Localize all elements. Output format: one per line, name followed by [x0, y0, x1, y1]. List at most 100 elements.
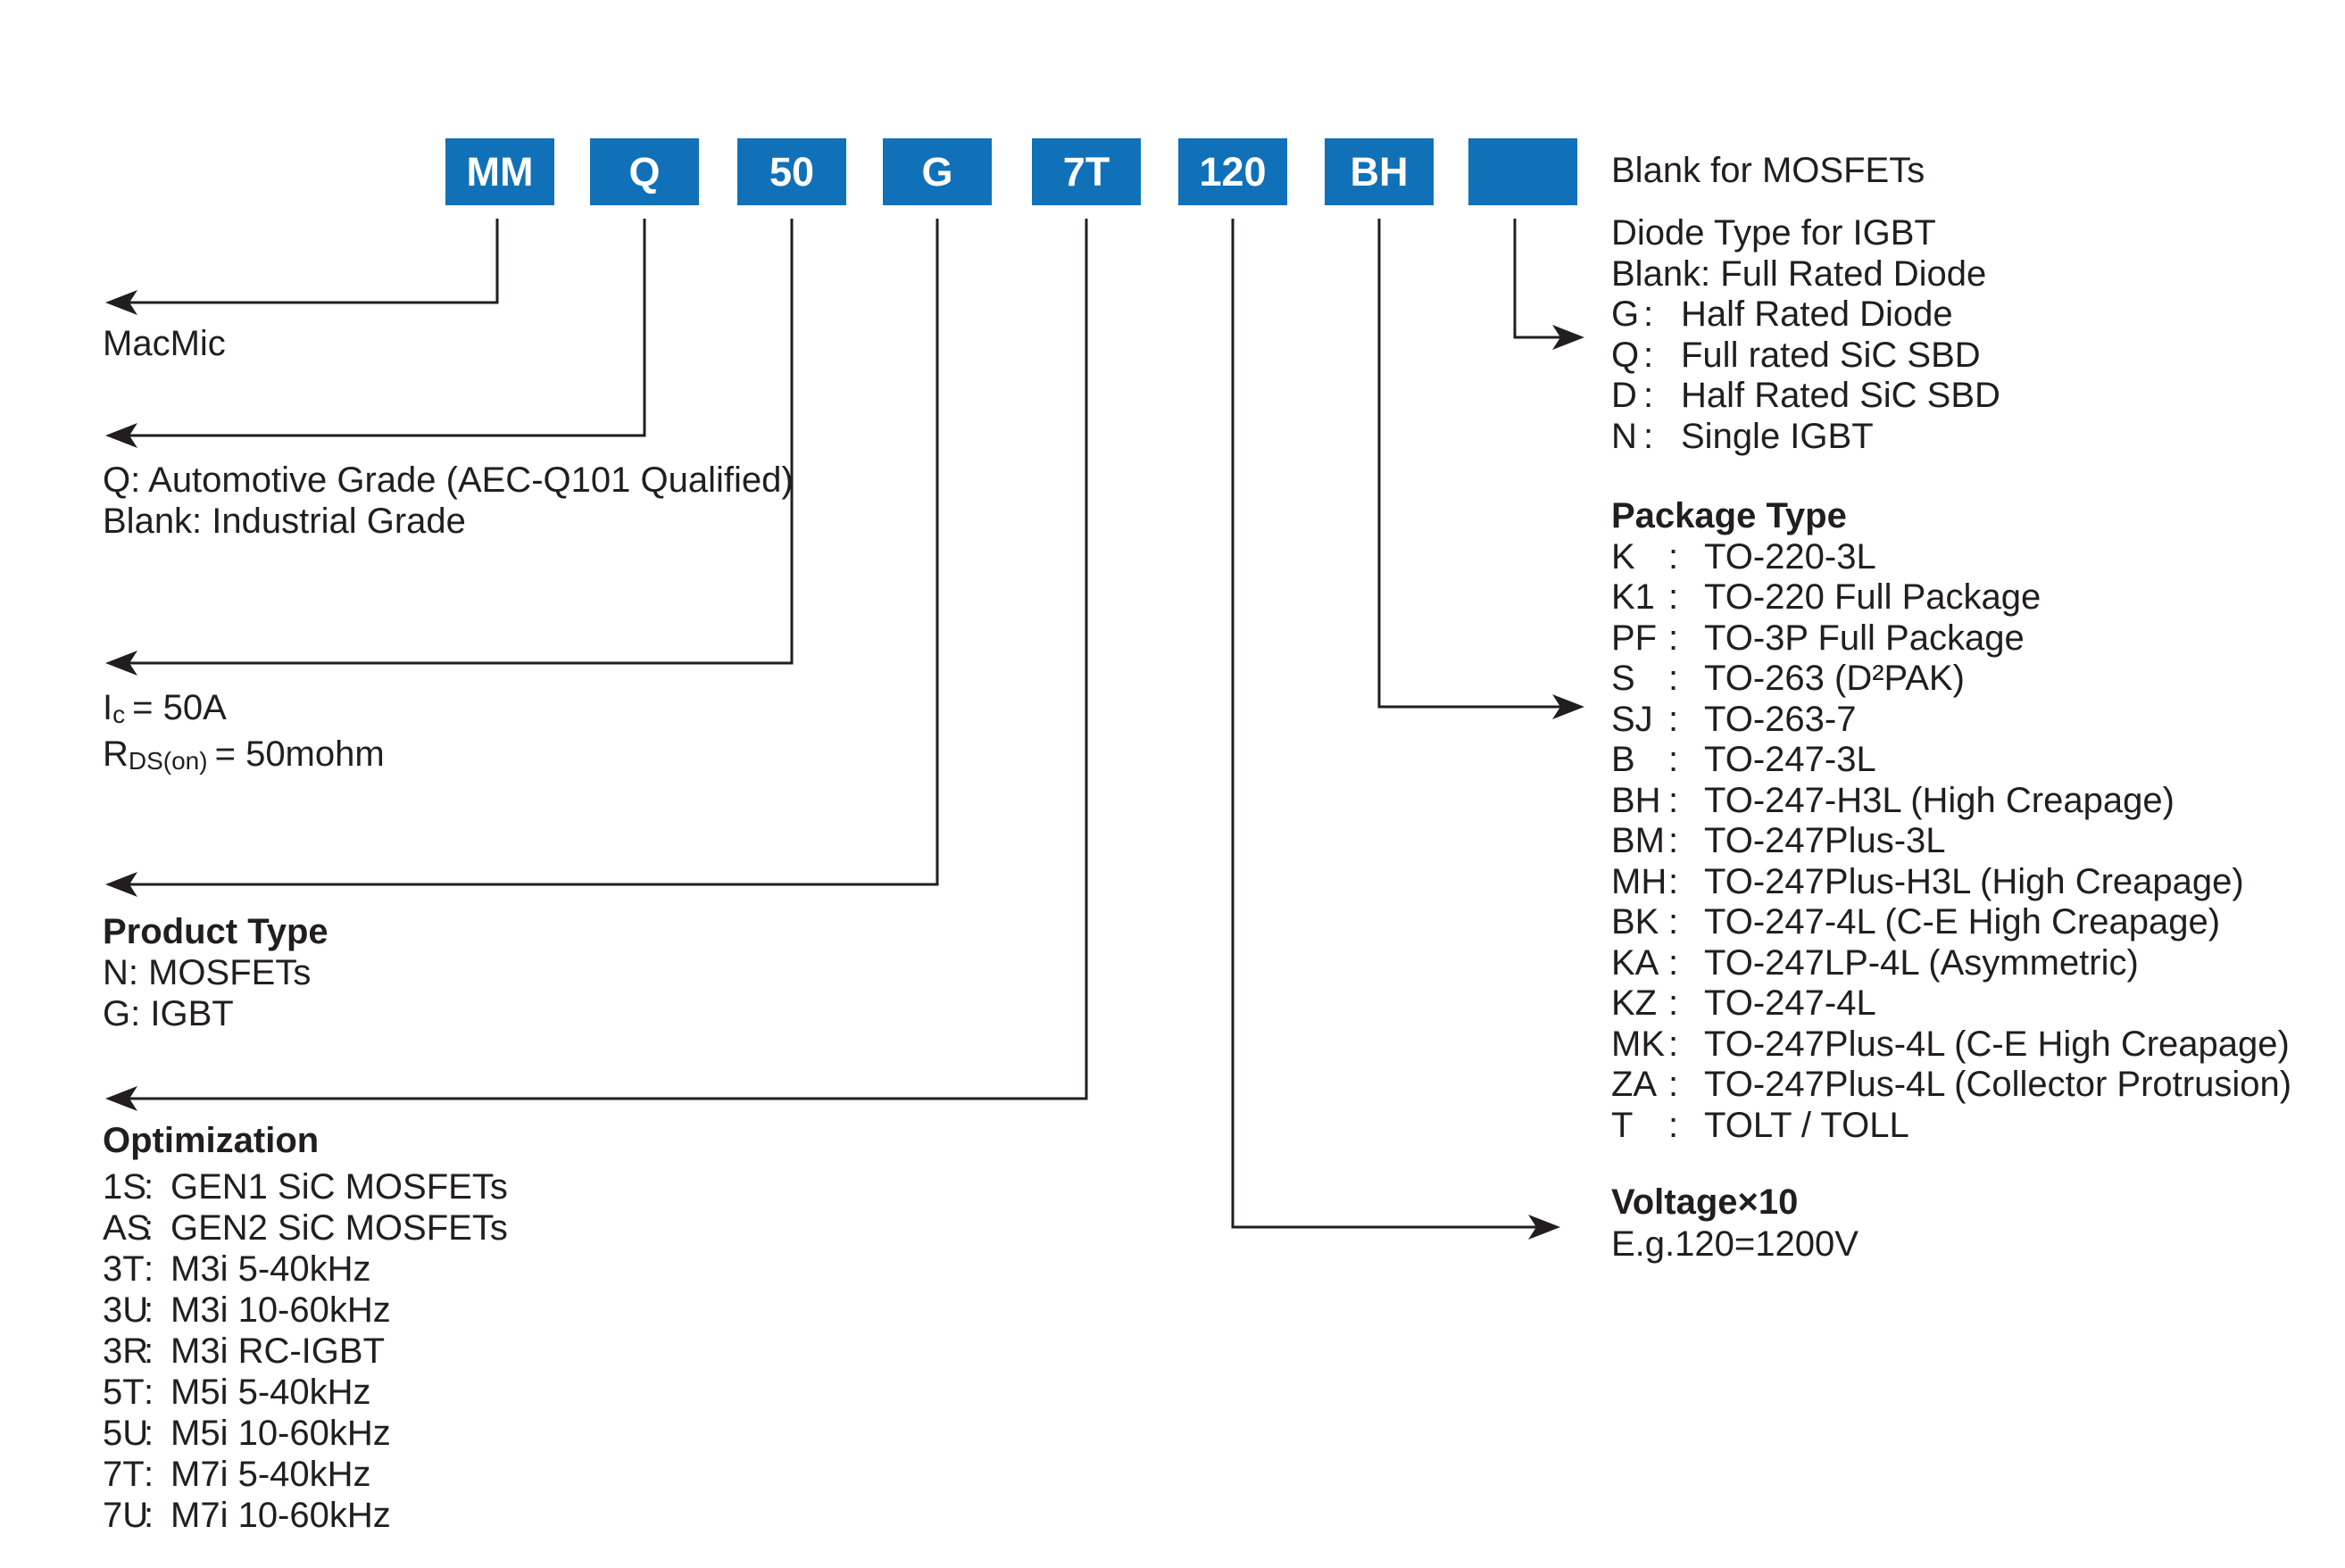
option-desc: TO-247Plus-3L — [1704, 821, 1946, 860]
option-desc: TO-247-3L — [1704, 740, 1876, 779]
colon: : — [1668, 1024, 1679, 1064]
package-type-item: BM:TO-247Plus-3L — [1611, 821, 2291, 862]
diode-type-heading: Diode Type for IGBT — [1611, 213, 1936, 253]
option-desc: TO-220 Full Package — [1704, 577, 2041, 617]
package-type-item: MH: TO-247Plus-H3L (High Creapage) — [1611, 862, 2291, 903]
optimization-item: 7U: M7i 10-60kHz — [103, 1495, 508, 1536]
option-code: BM — [1611, 821, 1665, 860]
option-code: ZA — [1611, 1065, 1658, 1104]
colon: : — [144, 1414, 154, 1453]
option-code: 7U — [103, 1496, 149, 1535]
part-code-box-voltage: 120 — [1178, 138, 1287, 205]
colon: : — [1668, 780, 1679, 820]
part-code-box-grade: Q — [590, 138, 699, 205]
colon: : — [1643, 416, 1654, 456]
part-code-label: BH — [1350, 148, 1409, 195]
package-type-item: BH:TO-247-H3L (High Creapage) — [1611, 781, 2291, 822]
optimization-heading: Optimization — [103, 1121, 320, 1160]
product-type-heading: Product Type — [103, 912, 328, 951]
part-code-box-product: G — [883, 138, 992, 205]
package-type-item: KA:TO-247LP-4L (Asymmetric) — [1611, 943, 2291, 984]
colon: : — [144, 1455, 154, 1494]
colon: : — [1668, 983, 1679, 1023]
option-desc: TO-247-4L — [1704, 983, 1876, 1023]
part-code-box-mm: MM — [445, 138, 554, 205]
option-code: D — [1611, 376, 1637, 415]
option-code: 3R — [103, 1332, 149, 1371]
option-desc: GEN2 SiC MOSFETs — [170, 1208, 508, 1248]
diode-type-item: Q:Full rated SiC SBD — [1611, 336, 2000, 377]
mosfet-blank-note: Blank for MOSFETs — [1611, 150, 1925, 191]
option-desc: M7i 5-40kHz — [170, 1455, 371, 1494]
option-code: MH — [1611, 861, 1667, 901]
option-desc: TO-247Plus-4L (Collector Protrusion) — [1704, 1065, 2292, 1104]
current-subscript: c — [112, 701, 126, 728]
option-code: MK — [1611, 1024, 1665, 1064]
option-code: 5U — [103, 1414, 149, 1453]
colon: : — [144, 1167, 154, 1207]
voltage-example: E.g.120=1200V — [1611, 1224, 1859, 1264]
package-type-item: SJ:TO-263-7 — [1611, 700, 2291, 741]
rdson-symbol: R — [103, 734, 129, 774]
option-code: BK — [1611, 902, 1659, 942]
colon: : — [144, 1249, 154, 1289]
diode-type-item: N: Single IGBT — [1611, 417, 2000, 458]
option-desc: TO-3P Full Package — [1704, 618, 2025, 658]
product-type-item: G: IGBT — [103, 994, 234, 1033]
option-code: 3U — [103, 1290, 149, 1330]
ratings-legend: Ic= 50A RDS(on)= 50mohm — [103, 686, 385, 779]
diode-type-item: G:Half Rated Diode — [1611, 295, 2000, 336]
package-type-heading: Package Type — [1611, 496, 1847, 535]
option-desc: TO-247Plus-4L (C-E High Creapage) — [1704, 1024, 2290, 1064]
package-type-item: BK:TO-247-4L (C-E High Creapage) — [1611, 902, 2291, 943]
package-type-item: MK: TO-247Plus-4L (C-E High Creapage) — [1611, 1025, 2291, 1066]
colon: : — [1643, 295, 1654, 334]
option-code: BH — [1611, 780, 1661, 820]
colon: : — [144, 1208, 154, 1248]
colon: : — [1668, 861, 1679, 901]
colon: : — [1643, 376, 1654, 415]
colon: : — [144, 1496, 154, 1535]
optimization-item: AS:GEN2 SiC MOSFETs — [103, 1207, 508, 1249]
colon: : — [144, 1290, 154, 1330]
option-desc: TO-247Plus-H3L (High Creapage) — [1704, 861, 2244, 901]
colon: : — [1668, 740, 1679, 779]
voltage-legend: Voltage×10 E.g.120=1200V — [1611, 1182, 1859, 1265]
mosfet-blank-note-text: Blank for MOSFETs — [1611, 151, 1925, 190]
option-code: K1 — [1611, 577, 1655, 617]
package-type-item: PF:TO-3P Full Package — [1611, 618, 2291, 660]
option-desc: TO-247-4L (C-E High Creapage) — [1704, 902, 2221, 942]
option-code: N — [1611, 416, 1637, 456]
colon: : — [144, 1332, 154, 1371]
option-desc: TO-263 (D²PAK) — [1704, 659, 1965, 698]
connector-50-to-ratings — [105, 219, 794, 676]
package-type-item: K1:TO-220 Full Package — [1611, 577, 2291, 618]
part-code-label: MM — [466, 148, 534, 195]
part-code-label: G — [921, 148, 953, 195]
connector-120-to-voltage — [1231, 219, 1560, 1240]
optimization-item: 5T:M5i 5-40kHz — [103, 1372, 508, 1413]
part-code-label: 50 — [769, 148, 815, 195]
rdson-line: RDS(on)= 50mohm — [103, 733, 385, 779]
option-desc: TO-220-3L — [1704, 536, 1876, 577]
option-desc: M3i 10-60kHz — [170, 1290, 391, 1330]
connector-mm-to-brand — [105, 219, 499, 315]
package-type-item: ZA:TO-247Plus-4L (Collector Protrusion) — [1611, 1065, 2291, 1106]
option-desc: Single IGBT — [1681, 416, 1874, 456]
diode-type-item: D:Half Rated SiC SBD — [1611, 376, 2000, 417]
package-type-item: KZ:TO-247-4L — [1611, 983, 2291, 1025]
part-code-label: 7T — [1062, 148, 1110, 195]
diode-type-legend: Diode Type for IGBT Blank: Full Rated Di… — [1611, 213, 2000, 457]
optimization-item: 3T:M3i 5-40kHz — [103, 1249, 508, 1290]
part-code-label: Q — [628, 148, 661, 195]
option-desc: M7i 10-60kHz — [170, 1496, 391, 1535]
option-code: KA — [1611, 942, 1659, 983]
package-type-item: K:TO-220-3L — [1611, 537, 2291, 578]
part-code-box-package: BH — [1325, 138, 1434, 205]
option-desc: GEN1 SiC MOSFETs — [170, 1167, 508, 1207]
part-code-box-current: 50 — [737, 138, 846, 205]
option-code: K — [1611, 536, 1635, 577]
optimization-item: 7T:M7i 5-40kHz — [103, 1454, 508, 1495]
option-desc: TO-263-7 — [1704, 699, 1857, 739]
